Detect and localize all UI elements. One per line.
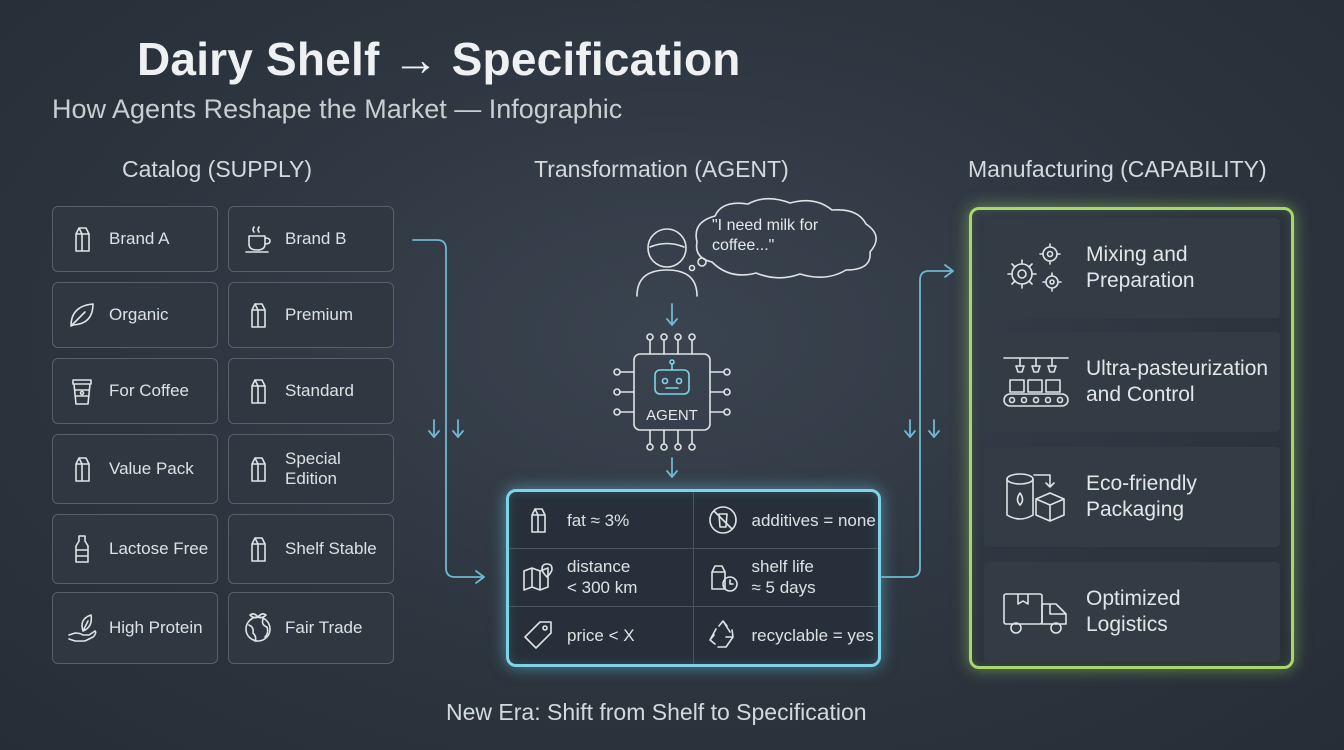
agent-chip-icon bbox=[613, 333, 731, 451]
catalog-tile: Value Pack bbox=[52, 434, 218, 504]
no-additives-icon bbox=[708, 506, 737, 534]
footer-caption: New Era: Shift from Shelf to Specificati… bbox=[446, 699, 867, 725]
spec-label: recyclable = yes bbox=[751, 625, 874, 645]
catalog-tile: For Coffee bbox=[52, 358, 218, 424]
spec-to-manufacturing-arrow bbox=[881, 270, 952, 578]
manufacturing-heading: Manufacturing (CAPABILITY) bbox=[968, 156, 1267, 182]
coffee-cup-icon bbox=[245, 226, 271, 253]
milk-carton-icon bbox=[251, 537, 266, 562]
truck-icon bbox=[1003, 593, 1067, 634]
price-tag-icon bbox=[524, 621, 552, 650]
catalog-tile-label: Value Pack bbox=[109, 458, 194, 478]
milk-carton-icon bbox=[75, 457, 90, 482]
bottle-icon bbox=[75, 535, 89, 563]
transformation-heading: Transformation (AGENT) bbox=[534, 156, 789, 182]
recycle-icon bbox=[708, 620, 734, 649]
spec-label: price < X bbox=[567, 625, 635, 645]
mfg-label: Mixing and Preparation bbox=[1086, 242, 1195, 292]
catalog-tile-label: Organic bbox=[109, 304, 169, 324]
spec-label: fat ≈ 3% bbox=[567, 510, 630, 530]
tank-box-icon bbox=[1006, 473, 1065, 522]
catalog-tile: Special Edition bbox=[228, 434, 394, 504]
spec-recyclable: recyclable = yes bbox=[694, 607, 879, 664]
catalog-tile: Standard bbox=[228, 358, 394, 424]
catalog-tile: Lactose Free bbox=[52, 514, 218, 584]
page-subtitle: How Agents Reshape the Market — Infograp… bbox=[52, 94, 623, 124]
catalog-to-spec-arrow bbox=[412, 239, 483, 578]
catalog-tile: Organic bbox=[52, 282, 218, 348]
hand-leaf-icon bbox=[68, 614, 97, 642]
spec-additives: additives = none bbox=[693, 492, 878, 550]
mfg-label: Eco-friendly Packaging bbox=[1086, 471, 1197, 521]
spec-shelf-life: shelf life ≈ 5 days bbox=[693, 549, 878, 607]
catalog-tile-label: Fair Trade bbox=[285, 617, 363, 637]
mfg-label: Optimized Logistics bbox=[1086, 586, 1181, 636]
conveyor-icon bbox=[1003, 357, 1069, 407]
user-icon bbox=[636, 228, 698, 297]
spec-fat: fat ≈ 3% bbox=[509, 492, 694, 550]
mfg-mixing: Mixing and Preparation bbox=[984, 218, 1280, 318]
milk-carton-icon bbox=[531, 508, 546, 533]
catalog-tile-label: Special Edition bbox=[285, 448, 341, 488]
milk-carton-icon bbox=[251, 303, 266, 328]
spec-label: shelf life ≈ 5 days bbox=[751, 557, 816, 598]
mfg-pasteurization: Ultra-pasteurization and Control bbox=[984, 332, 1280, 432]
agent-speech-text: "I need milk for coffee..." bbox=[712, 217, 819, 254]
spec-label: distance < 300 km bbox=[567, 557, 638, 598]
takeaway-cup-icon bbox=[72, 379, 92, 405]
spec-label: additives = none bbox=[751, 510, 876, 530]
specification-box: fat ≈ 3% additives = none distance < 300… bbox=[506, 489, 881, 667]
catalog-tile-label: Premium bbox=[285, 304, 354, 324]
catalog-tile-label: Lactose Free bbox=[109, 538, 209, 558]
catalog-tile: Brand A bbox=[52, 206, 218, 272]
spec-price: price < X bbox=[509, 606, 694, 664]
globe-leaf-icon bbox=[245, 613, 271, 642]
mfg-logistics: Optimized Logistics bbox=[984, 562, 1280, 662]
mfg-packaging: Eco-friendly Packaging bbox=[984, 447, 1280, 547]
catalog-tile-label: Standard bbox=[285, 380, 354, 400]
leaf-icon bbox=[70, 303, 94, 327]
catalog-tile-label: Brand A bbox=[109, 228, 170, 248]
manufacturing-frame bbox=[969, 207, 1294, 669]
milk-carton-icon bbox=[75, 227, 90, 252]
spec-distance: distance < 300 km bbox=[509, 549, 694, 607]
catalog-tile: High Protein bbox=[52, 592, 218, 664]
catalog-tile-label: Shelf Stable bbox=[285, 538, 377, 558]
milk-carton-icon bbox=[251, 457, 266, 482]
catalog-tile: Brand B bbox=[228, 206, 394, 272]
milk-carton-icon bbox=[251, 379, 266, 404]
catalog-tile: Fair Trade bbox=[228, 592, 394, 664]
catalog-heading: Catalog (SUPPLY) bbox=[122, 156, 313, 182]
catalog-tile: Premium bbox=[228, 282, 394, 348]
carton-clock-icon bbox=[710, 565, 738, 593]
catalog-tile-label: For Coffee bbox=[109, 380, 190, 400]
catalog-tile-label: Brand B bbox=[285, 228, 347, 248]
agent-chip-label: AGENT bbox=[646, 407, 698, 424]
page-title: Dairy Shelf → Specification bbox=[137, 33, 741, 85]
catalog-tile: Shelf Stable bbox=[228, 514, 394, 584]
catalog-tile-label: High Protein bbox=[109, 617, 203, 637]
gears-icon bbox=[1007, 243, 1062, 292]
mfg-label: Ultra-pasteurization and Control bbox=[1086, 356, 1269, 406]
map-pin-icon bbox=[523, 563, 553, 592]
